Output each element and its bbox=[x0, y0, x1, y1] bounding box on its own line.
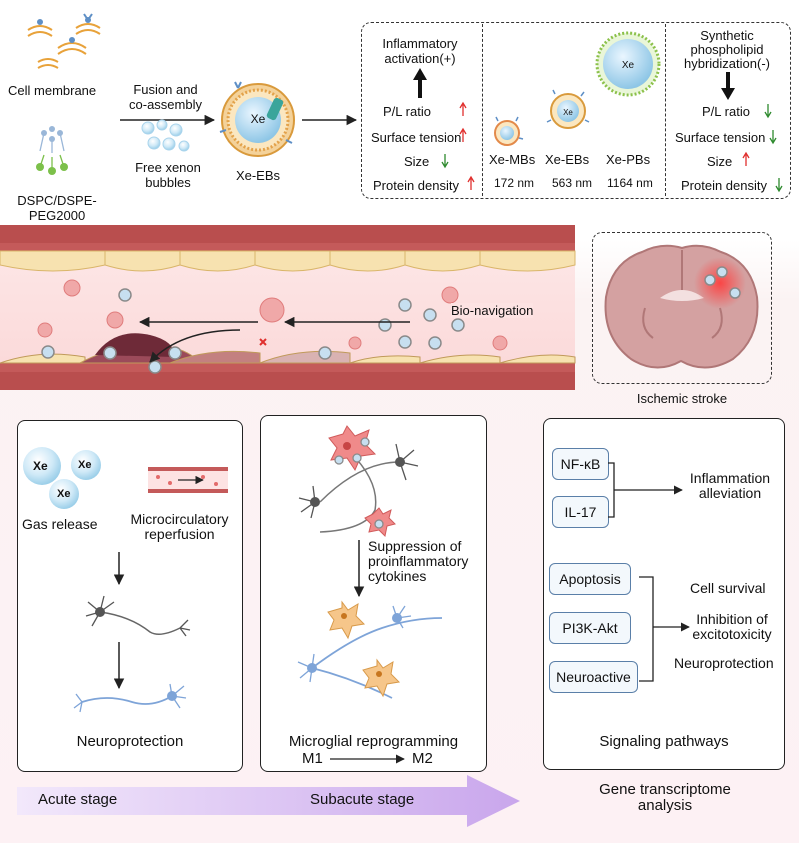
acute-neuroprotection-label: Neuroprotection bbox=[76, 733, 184, 750]
signaling-title: Signaling pathways bbox=[599, 733, 729, 750]
free-xenon-bubbles-icon bbox=[141, 119, 190, 152]
inflammation-label-2: alleviation bbox=[698, 485, 762, 501]
xe-ebs-small-icon bbox=[546, 89, 590, 129]
bubble-size-mbs: 172 nm bbox=[494, 176, 535, 190]
neuron-gray-icon bbox=[85, 595, 191, 637]
suppression-label-2: proinflammatory bbox=[368, 553, 469, 569]
outcome-inhibition-2: excitotoxicity bbox=[692, 626, 772, 642]
acute-arrow-1 bbox=[113, 552, 125, 586]
free-xenon-label-2: bubbles bbox=[145, 175, 191, 190]
bubble-name-pbs: Xe-PBs bbox=[606, 152, 651, 167]
left-prop-tension: Surface tension bbox=[371, 130, 462, 145]
inflammatory-up-arrow bbox=[413, 68, 427, 98]
pathway-neuroactive: Neuroactive bbox=[549, 661, 638, 693]
gene-analysis-label-1: Gene transcriptome bbox=[599, 781, 731, 798]
right-prop-pl: P/L ratio bbox=[702, 104, 750, 119]
xe-text-2: Xe bbox=[78, 459, 92, 471]
xe-ebs-label: Xe-EBs bbox=[235, 168, 281, 183]
xe-text-1: Xe bbox=[33, 459, 48, 473]
inflammation-label-1: Inflammation bbox=[689, 470, 771, 486]
pathway-il17: IL-17 bbox=[552, 496, 609, 528]
vessel-reperfusion-icon bbox=[148, 467, 228, 493]
m1-label: M1 bbox=[302, 750, 323, 767]
inflammatory-label-1: Inflammatory bbox=[382, 36, 458, 51]
left-prop-size: Size bbox=[404, 154, 430, 169]
acute-arrow-2 bbox=[113, 642, 125, 690]
bubble-size-pbs: 1164 nm bbox=[607, 176, 653, 190]
right-prop-size: Size bbox=[707, 154, 733, 169]
gene-analysis-label-2: analysis bbox=[637, 797, 693, 814]
xe-eb-vesicle-icon bbox=[219, 81, 295, 157]
xe-mbs-icon bbox=[494, 116, 524, 146]
brain-section-icon bbox=[604, 244, 759, 369]
xe-gas-bubbles-icon bbox=[23, 447, 101, 509]
xe-pbs-symbol: Xe bbox=[621, 60, 635, 71]
subacute-arrow bbox=[353, 540, 365, 598]
stage-timeline-arrow bbox=[17, 775, 520, 827]
gas-release-label: Gas release bbox=[22, 516, 98, 532]
bubble-size-ebs: 563 nm bbox=[552, 176, 593, 190]
to-comparison-arrow bbox=[302, 114, 358, 126]
inflammatory-label-2: activation(+) bbox=[384, 51, 456, 66]
synthetic-label-2: phospholipid bbox=[690, 42, 764, 57]
comparison-divider-left bbox=[482, 24, 483, 196]
outcome-cell-survival: Cell survival bbox=[690, 580, 766, 596]
free-xenon-label-1: Free xenon bbox=[135, 160, 201, 175]
left-prop-pl: P/L ratio bbox=[383, 104, 431, 119]
bubble-name-mbs: Xe-MBs bbox=[489, 152, 536, 167]
micro-label-2: reperfusion bbox=[144, 526, 215, 542]
bio-navigation-label: Bio-navigation bbox=[451, 303, 534, 318]
outcome-inhibition-1: Inhibition of bbox=[696, 611, 768, 627]
pathway-pi3k: PI3K-Akt bbox=[549, 612, 631, 644]
pathway-apoptosis: Apoptosis bbox=[549, 563, 631, 595]
acute-stage-label: Acute stage bbox=[38, 791, 118, 808]
inflammation-bracket bbox=[608, 462, 683, 518]
fusion-label-1: Fusion and bbox=[133, 82, 198, 97]
subacute-stage-label: Subacute stage bbox=[310, 791, 415, 808]
pathway-nfkb: NF-κB bbox=[552, 448, 609, 480]
outcome-neuroprotection: Neuroprotection bbox=[674, 655, 774, 671]
ischemic-stroke-box bbox=[592, 232, 772, 384]
lipid-icon bbox=[36, 126, 68, 175]
neuron-blue-icon bbox=[73, 683, 187, 713]
right-prop-tension: Surface tension bbox=[675, 130, 766, 145]
synthetic-down-arrow bbox=[721, 72, 735, 100]
right-prop-protein: Protein density bbox=[681, 178, 767, 193]
micro-label-1: Microcirculatory bbox=[130, 511, 229, 527]
cell-membrane-label: Cell membrane bbox=[8, 83, 97, 98]
bubble-name-ebs: Xe-EBs bbox=[545, 152, 590, 167]
subacute-panel bbox=[260, 415, 487, 772]
left-prop-protein: Protein density bbox=[373, 178, 459, 193]
suppression-label-1: Suppression of bbox=[368, 538, 462, 554]
survival-bracket bbox=[639, 576, 690, 682]
xe-eb-symbol: Xe bbox=[250, 112, 266, 126]
xe-text-3: Xe bbox=[57, 488, 71, 500]
m1-to-m2-arrow bbox=[330, 754, 405, 764]
synthetic-label-1: Synthetic bbox=[700, 28, 754, 43]
cell-membrane-icon bbox=[27, 13, 101, 69]
comparison-divider-right bbox=[665, 24, 666, 196]
fusion-arrow bbox=[120, 114, 216, 126]
microglia-m1-icon bbox=[298, 425, 419, 538]
comparison-box bbox=[361, 22, 791, 199]
right-arrows bbox=[742, 104, 783, 193]
lipid-label-2: PEG2000 bbox=[28, 208, 86, 223]
microglia-m2-icon bbox=[297, 600, 443, 699]
fusion-label-2: co-assembly bbox=[129, 97, 202, 112]
left-arrows bbox=[441, 101, 475, 190]
lipid-label-1: DSPC/DSPE- bbox=[17, 193, 97, 208]
reprogramming-label: Microglial reprogramming bbox=[288, 733, 459, 750]
m2-label: M2 bbox=[412, 750, 433, 767]
xe-pbs-icon bbox=[595, 31, 661, 97]
xe-ebs-small-symbol: Xe bbox=[563, 108, 573, 117]
ischemic-stroke-label: Ischemic stroke bbox=[636, 391, 728, 406]
synthetic-label-3: hybridization(-) bbox=[684, 56, 770, 71]
suppression-label-3: cytokines bbox=[368, 568, 427, 584]
